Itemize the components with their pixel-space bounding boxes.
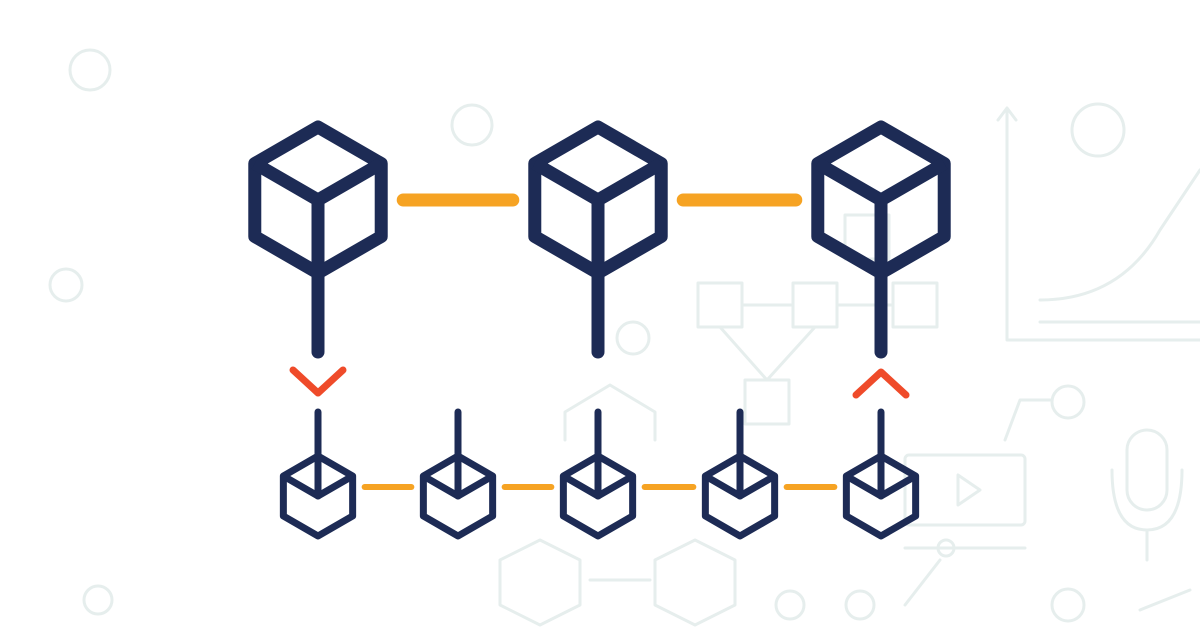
- bottom-row-cube-5: [842, 408, 920, 540]
- decor-cube: [498, 538, 582, 627]
- bottom-row-cube-4: [701, 408, 779, 540]
- decor-mic-stand: [1110, 468, 1184, 532]
- decor-cube: [653, 538, 737, 627]
- decor-circle: [450, 103, 494, 147]
- decor-box: [696, 281, 744, 329]
- decor-circle: [82, 584, 114, 616]
- decor-mic: [1125, 428, 1169, 512]
- decor-box: [791, 281, 839, 329]
- bottom-row-cube-2: [419, 408, 497, 540]
- decor-line: [718, 325, 817, 382]
- decor-circle: [68, 48, 112, 92]
- top-row-cube-1: [248, 120, 388, 359]
- background-decoration: [48, 48, 1200, 627]
- down-arrow: [289, 366, 347, 397]
- decor-circle: [1050, 384, 1086, 420]
- decor-line: [903, 558, 942, 607]
- decor-circle: [774, 589, 806, 621]
- decor-box: [891, 281, 939, 329]
- decor-house: [563, 383, 657, 442]
- decor-axis: [1005, 108, 1200, 342]
- decor-circle: [1070, 102, 1126, 158]
- decor-line: [1003, 398, 1052, 442]
- decor-circle: [615, 320, 651, 356]
- blocks: [248, 120, 951, 540]
- decor-circle: [48, 267, 84, 303]
- decor-line: [1138, 588, 1192, 612]
- decor-curve: [1038, 168, 1200, 302]
- up-arrow: [852, 368, 910, 399]
- top-row-cube-2: [528, 120, 668, 359]
- flow-arrows: [289, 366, 910, 399]
- chain-links: [361, 193, 838, 490]
- top-row-cube-3: [811, 120, 951, 359]
- decor-axis-arrow: [996, 106, 1018, 122]
- decor-circle: [844, 589, 876, 621]
- decor-circle: [1050, 587, 1086, 623]
- bottom-row-cube-1: [279, 408, 357, 540]
- decor-box: [743, 378, 791, 426]
- decor-video-frame: [903, 453, 1027, 527]
- decor-play: [956, 473, 982, 507]
- bottom-row-cube-3: [559, 408, 637, 540]
